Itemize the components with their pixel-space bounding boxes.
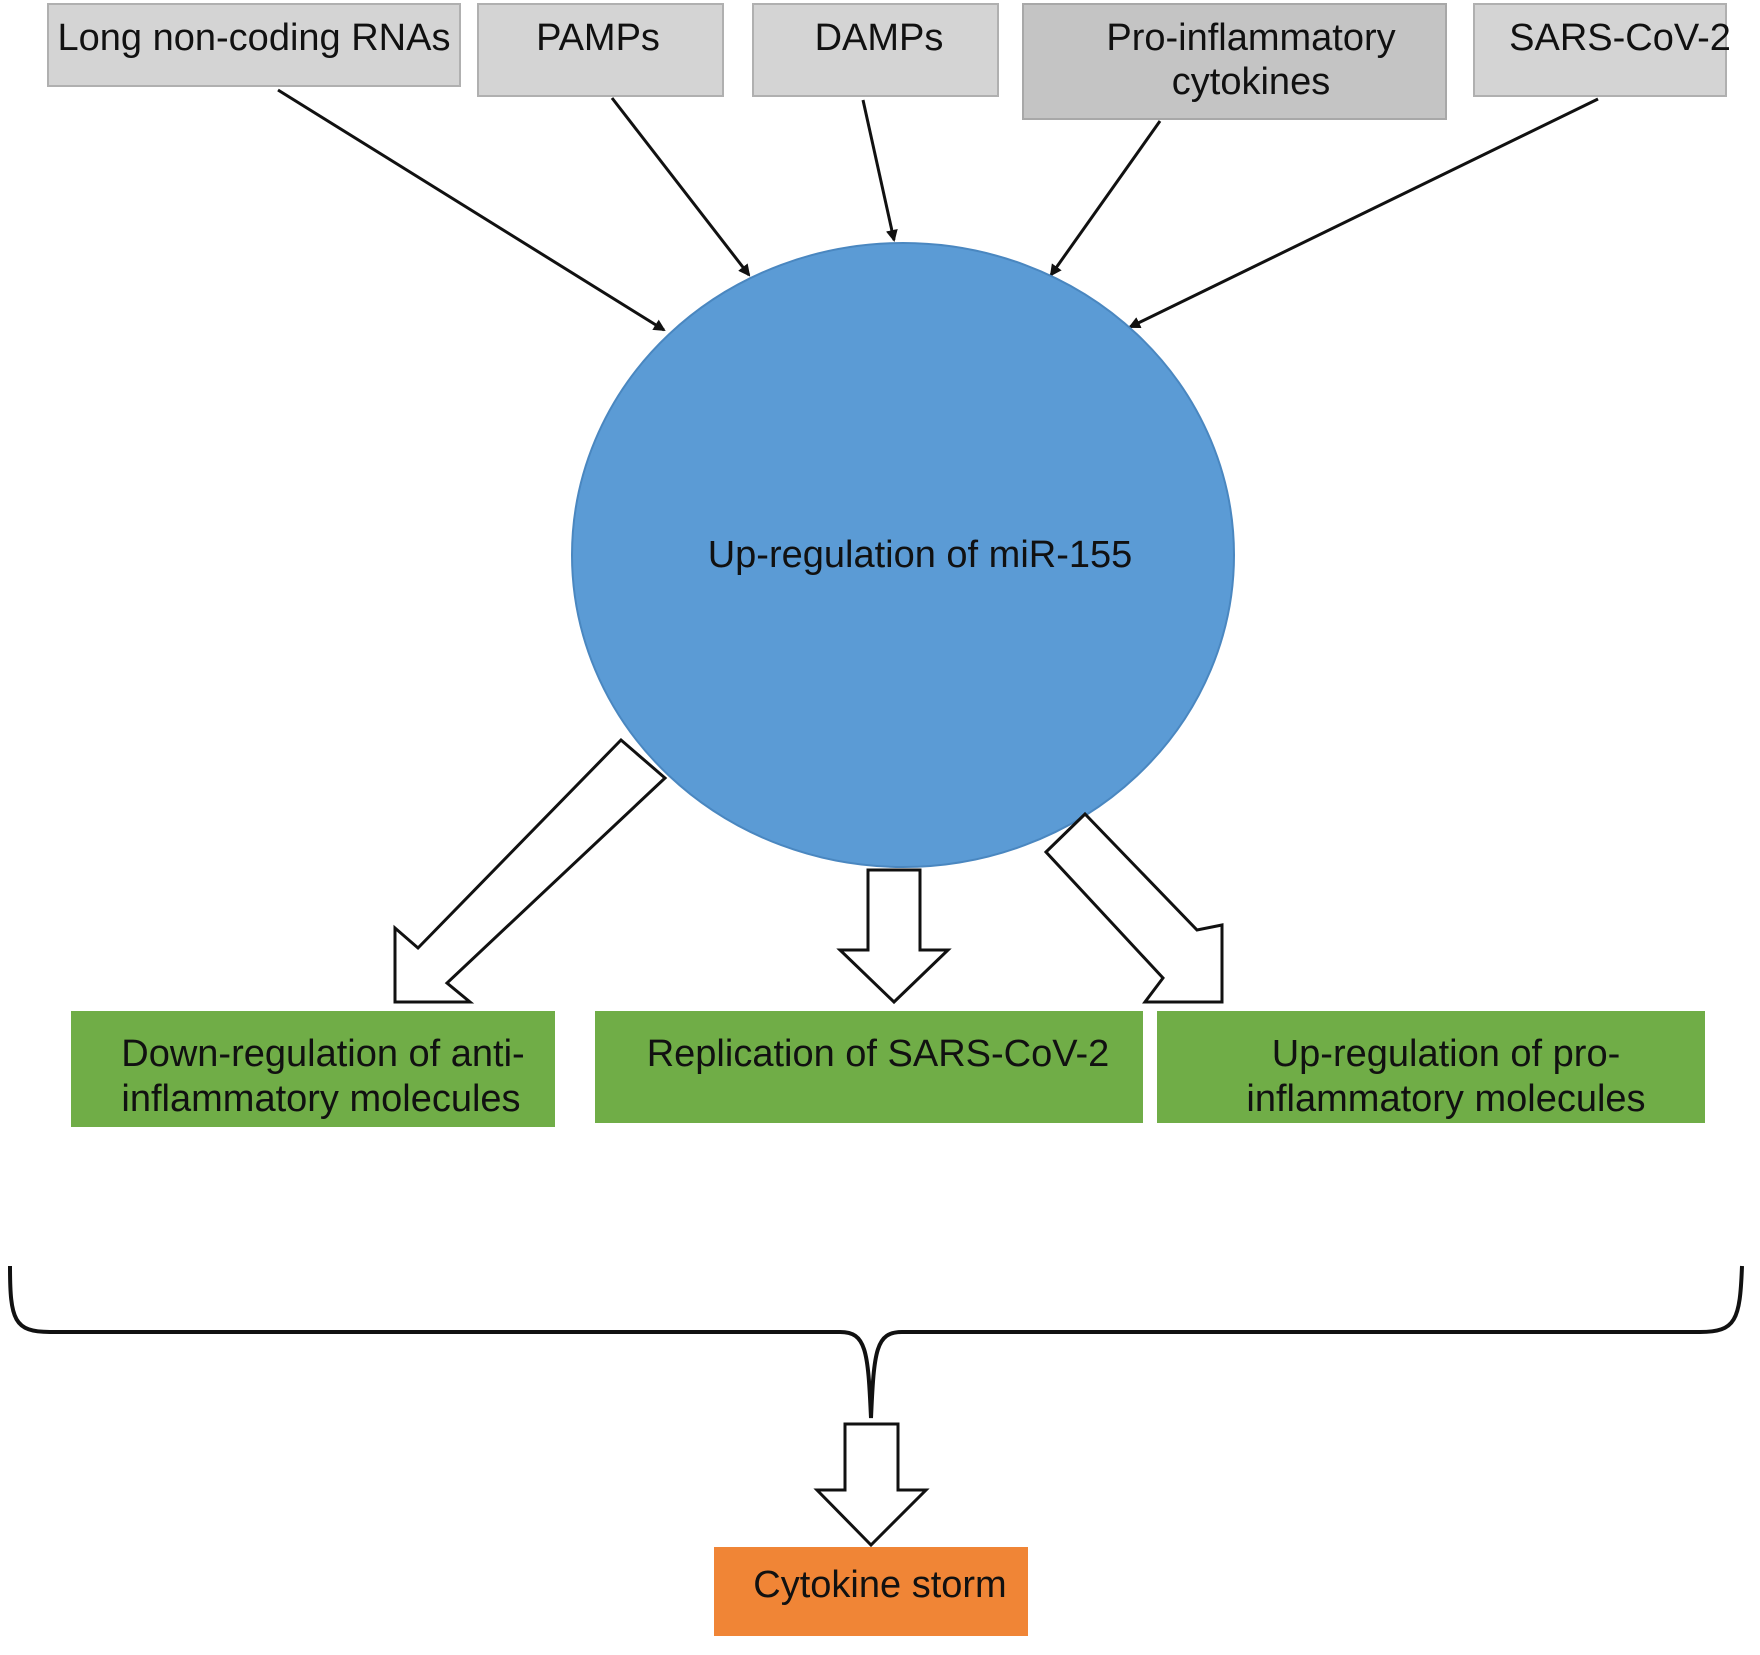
arrow-sars-cov-2-to-mir155	[1128, 97, 1599, 329]
outcome-box-up-regulation-pro-inflammatory: Up-regulation of pro- inflammatory molec…	[1157, 1011, 1705, 1123]
arrow-lncrna-to-mir155	[277, 88, 666, 332]
input-box-pro-inflammatory-cytokines: Pro-inflammatory cytokines	[1022, 3, 1447, 120]
outcome-replication-label: Replication of SARS-CoV-2	[647, 1033, 1110, 1075]
outcome-box-replication-sars-cov-2: Replication of SARS-CoV-2	[595, 1011, 1143, 1123]
input-box-sars-cov-2-label: SARS-CoV-2	[1509, 17, 1731, 59]
input-box-pamps-label: PAMPs	[536, 17, 660, 59]
arrow-cytokines-to-mir155	[1049, 120, 1162, 277]
result-cytokine-storm-label: Cytokine storm	[753, 1564, 1006, 1606]
mir155-upregulation-label: Up-regulation of miR-155	[708, 534, 1133, 576]
outcome-up-regulation-line2: inflammatory molecules	[1246, 1078, 1645, 1120]
result-box-cytokine-storm: Cytokine storm	[714, 1547, 1028, 1636]
block-arrow-to-up-regulation	[1043, 811, 1224, 1004]
input-box-lncrna: Long non-coding RNAs	[47, 3, 461, 87]
input-box-pamps: PAMPs	[477, 3, 724, 97]
outcome-down-regulation-line1: Down-regulation of anti-	[121, 1033, 524, 1075]
block-arrow-to-replication	[836, 868, 952, 1005]
input-box-lncrna-label: Long non-coding RNAs	[58, 17, 451, 59]
input-box-cytokines-label-line2: cytokines	[1172, 61, 1330, 103]
input-box-sars-cov-2: SARS-CoV-2	[1473, 3, 1731, 97]
arrow-pamps-to-mir155	[610, 97, 751, 277]
block-arrow-to-cytokine-storm	[813, 1422, 930, 1548]
input-box-damps: DAMPs	[752, 3, 999, 97]
grouping-brace	[8, 1265, 1744, 1419]
input-box-cytokines-label-line1: Pro-inflammatory	[1106, 17, 1395, 59]
outcome-box-down-regulation-anti-inflammatory: Down-regulation of anti- inflammatory mo…	[71, 1011, 555, 1127]
mir155-upregulation-node: Up-regulation of miR-155	[571, 242, 1235, 868]
outcome-up-regulation-line1: Up-regulation of pro-	[1272, 1033, 1621, 1075]
arrow-damps-to-mir155	[861, 99, 898, 242]
outcome-down-regulation-line2: inflammatory molecules	[121, 1078, 520, 1120]
block-arrow-to-down-regulation	[393, 737, 668, 1004]
input-box-damps-label: DAMPs	[815, 17, 944, 59]
